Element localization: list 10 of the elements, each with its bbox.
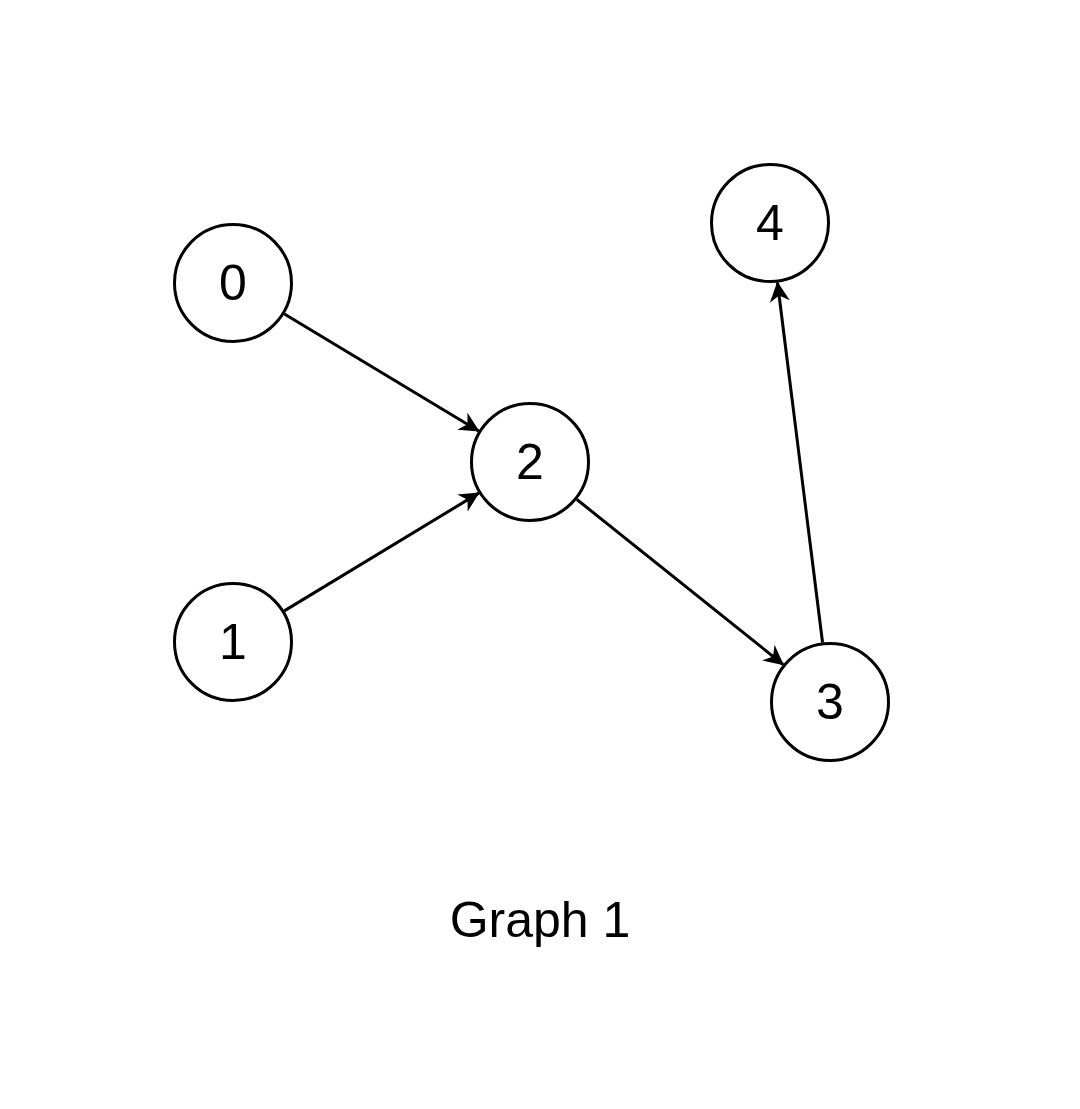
arrow	[769, 281, 825, 643]
arrow	[283, 312, 480, 433]
node-label: 0	[219, 258, 247, 308]
node-label: 4	[756, 198, 784, 248]
node-label: 3	[816, 677, 844, 727]
node-label: 2	[516, 437, 544, 487]
node-label: 1	[219, 617, 247, 667]
arrow	[575, 498, 785, 666]
caption: Graph 1	[449, 895, 631, 945]
arrow	[283, 491, 480, 613]
